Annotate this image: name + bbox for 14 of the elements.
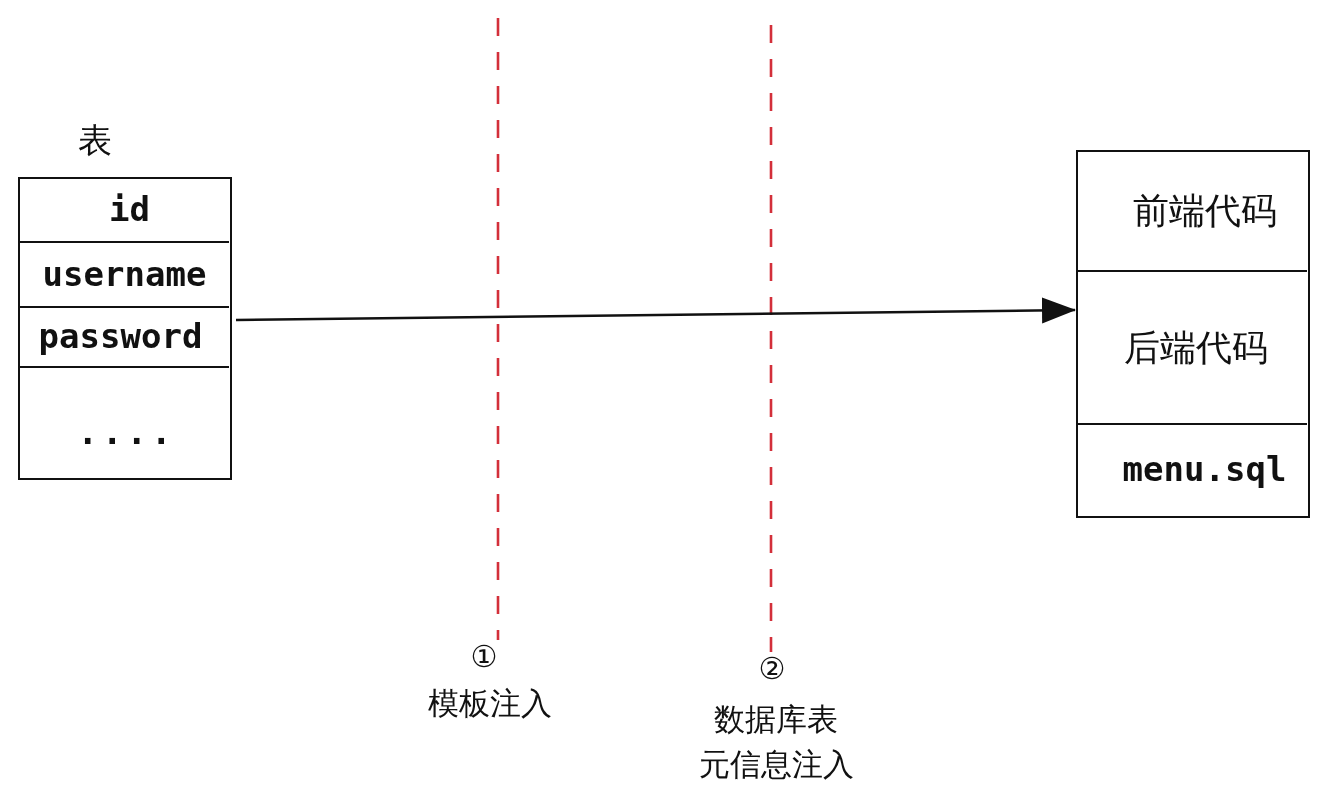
file-name: menu.sql: [1122, 450, 1287, 490]
table-row: username: [20, 243, 229, 308]
output-box: [1076, 150, 1310, 518]
arrow: [236, 297, 1076, 324]
ellipsis-text: ....: [73, 412, 176, 453]
table-row: id: [20, 179, 229, 243]
table-row: 前端代码: [1078, 152, 1307, 272]
table-row: 后端代码: [1078, 272, 1307, 425]
table-row: password: [20, 308, 229, 368]
callout-number: ②: [758, 652, 786, 687]
step-label: 数据库表元信息注入: [698, 700, 854, 784]
callout-number: ①: [470, 640, 498, 675]
table-title: 表: [78, 121, 112, 161]
step-label: 模板注入: [428, 686, 552, 722]
